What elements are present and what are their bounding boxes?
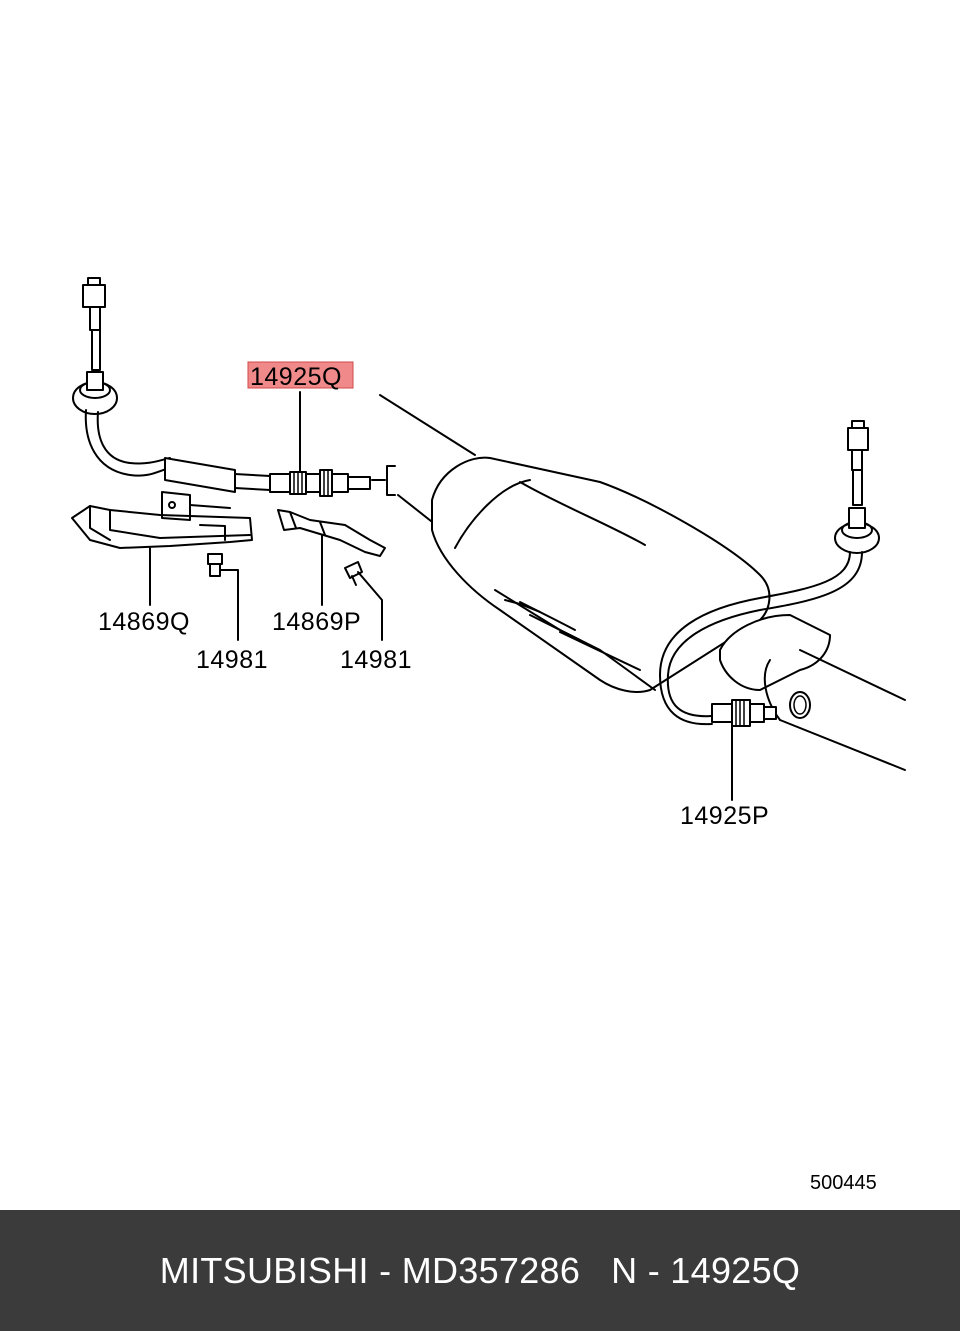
label-14981-left[interactable]: 14981 — [196, 646, 268, 674]
bolt-14981-left — [207, 553, 239, 641]
footer-part-info: MITSUBISHI - MD357286 N - 14925Q — [159, 1249, 801, 1291]
label-14981-right[interactable]: 14981 — [340, 646, 412, 674]
front-o2-sensor — [72, 277, 396, 497]
label-14925Q[interactable]: 14925Q — [250, 363, 342, 391]
catalytic-converter — [379, 394, 906, 771]
rear-o2-sensor — [659, 420, 880, 801]
footer-bar: MITSUBISHI - MD357286 N - 14925Q — [0, 1210, 960, 1331]
label-14925P[interactable]: 14925P — [680, 802, 769, 830]
diagram-number: 500445 — [810, 1172, 877, 1194]
highlight-box — [247, 361, 354, 389]
label-14869Q[interactable]: 14869Q — [98, 608, 190, 636]
bolt-14981-right — [344, 561, 383, 641]
bracket-14869Q — [71, 491, 253, 606]
label-14869P[interactable]: 14869P — [272, 608, 361, 636]
parts-diagram: 14925Q 14869Q 14869P 14981 14981 14925P … — [71, 277, 906, 1194]
bracket-14869P — [277, 509, 386, 606]
